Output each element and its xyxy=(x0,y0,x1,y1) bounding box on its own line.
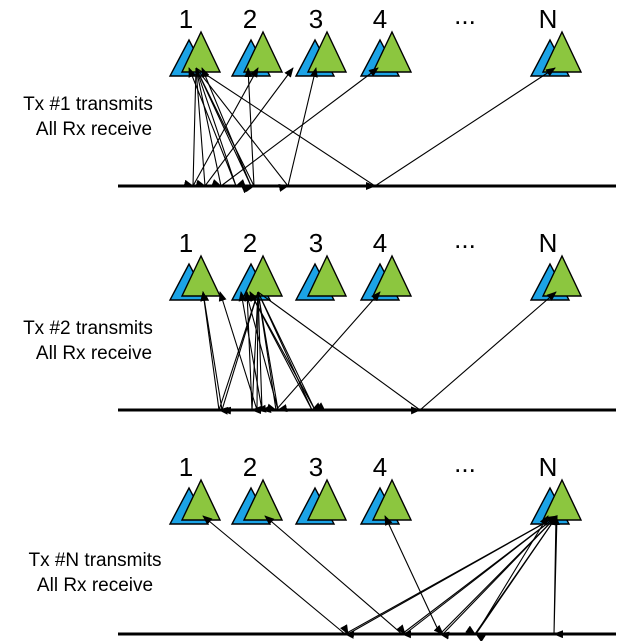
rx-triangle-icon xyxy=(541,254,583,297)
reflection-ray xyxy=(264,515,558,639)
antenna-label-2: 2 xyxy=(243,452,257,482)
panel-tx-n: Tx #N transmits All Rx receive 1 2 3 4... N xyxy=(28,448,616,641)
panel-tx-1: Tx #1 transmits All Rx receive 1 2 3 4... N xyxy=(23,0,616,194)
antenna-label-3: 3 xyxy=(309,4,323,34)
antenna-label-n: N xyxy=(539,4,558,34)
antenna-label-4: 4 xyxy=(373,452,387,482)
panel-caption-line2: All Rx receive xyxy=(37,575,153,596)
antenna-label-n: N xyxy=(539,452,558,482)
reflection-ray xyxy=(195,67,318,192)
antenna-icon xyxy=(294,254,348,301)
reflection-ray xyxy=(195,67,556,190)
antenna-label-2: 2 xyxy=(243,228,257,258)
reflection-ray xyxy=(249,291,325,411)
rx-triangle-icon xyxy=(180,478,222,521)
reflection-ray xyxy=(433,515,558,635)
antenna-label-2: 2 xyxy=(243,4,257,34)
antenna-label-4: 4 xyxy=(373,228,387,258)
antenna-icon xyxy=(168,478,222,525)
panel-caption-line2: All Rx receive xyxy=(36,119,152,140)
antenna-icon xyxy=(359,254,413,301)
reflection-ray xyxy=(551,515,564,639)
antenna-label-1: 1 xyxy=(179,452,193,482)
reflection-ray xyxy=(257,291,381,412)
antenna-label-n: N xyxy=(539,228,558,258)
antenna-icon xyxy=(359,30,413,77)
antenna-label-3: 3 xyxy=(309,228,323,258)
rx-triangle-icon xyxy=(371,254,413,297)
antenna-icon xyxy=(294,30,348,77)
antenna-icon xyxy=(230,478,284,525)
reflection-ray xyxy=(404,515,558,638)
antenna-label-1: 1 xyxy=(179,228,193,258)
reflection-ray xyxy=(344,515,558,635)
rx-triangle-icon xyxy=(541,30,583,73)
panel-caption-line1: Tx #N transmits xyxy=(28,550,161,571)
antenna-ellipsis: ... xyxy=(454,0,476,30)
antenna-label-4: 4 xyxy=(373,4,387,34)
reflection-ray xyxy=(195,67,255,193)
panel-tx-2: Tx #2 transmits All Rx receive 1 2 3 4... N xyxy=(23,224,616,415)
reflection-ray xyxy=(200,291,259,415)
antenna-icon xyxy=(529,254,583,301)
reflection-ray xyxy=(465,515,558,635)
antenna-label-3: 3 xyxy=(309,452,323,482)
antenna-icon xyxy=(168,30,222,77)
antenna-icon xyxy=(168,254,222,301)
panel-caption-line2: All Rx receive xyxy=(36,343,152,364)
panel-caption-line1: Tx #1 transmits xyxy=(23,94,153,115)
antenna-icon xyxy=(529,30,583,77)
antenna-ellipsis: ... xyxy=(454,448,476,478)
antenna-icon xyxy=(294,478,348,525)
reflection-ray xyxy=(188,67,246,187)
reflection-ray xyxy=(384,515,558,640)
antenna-label-1: 1 xyxy=(179,4,193,34)
antenna-ellipsis: ... xyxy=(454,224,476,254)
panel-caption-line1: Tx #2 transmits xyxy=(23,318,153,339)
